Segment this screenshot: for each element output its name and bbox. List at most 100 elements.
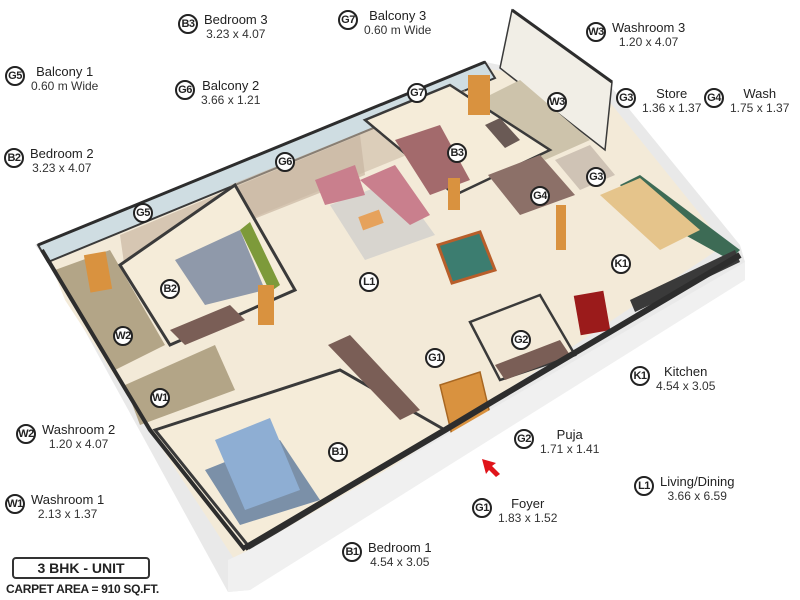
outer-wall-front <box>243 252 742 551</box>
plan-marker-l1: L1 <box>359 272 379 292</box>
outer-wall-right <box>511 8 613 84</box>
bedroom1-wardrobe <box>328 335 420 420</box>
door-b3 <box>448 178 460 210</box>
plan-marker-w1: W1 <box>150 388 170 408</box>
room-code-badge: K1 <box>630 366 650 386</box>
living-sofa <box>360 165 430 225</box>
room-dimensions: 1.75 x 1.37 <box>730 101 790 115</box>
room-name: Balcony 3 <box>369 8 427 23</box>
room-dimensions: 3.23 x 4.07 <box>32 161 92 175</box>
unit-type-box: 3 BHK - UNIT <box>12 557 150 579</box>
room-name: Bedroom 3 <box>204 12 268 27</box>
plan-marker-g2: G2 <box>511 330 531 350</box>
fridge <box>573 290 611 336</box>
room-code-badge: G6 <box>175 80 195 100</box>
plan-marker-g1: G1 <box>425 348 445 368</box>
door-b2 <box>258 285 274 325</box>
bedroom2-wardrobe <box>170 305 245 345</box>
plan-marker-w3: W3 <box>547 92 567 112</box>
room-dimensions: 2.13 x 1.37 <box>37 507 98 521</box>
dining-table <box>436 230 497 285</box>
plan-marker-b2: B2 <box>160 279 180 299</box>
room-dimensions: 3.23 x 4.07 <box>206 27 266 41</box>
kitchen-cabinets <box>600 178 700 250</box>
room-name: Bedroom 2 <box>30 146 94 161</box>
room-name: Living/Dining <box>660 474 735 489</box>
plan-marker-b1: B1 <box>328 442 348 462</box>
wash-area <box>488 155 575 215</box>
entry-arrow-icon <box>482 459 500 477</box>
room-code-badge: G1 <box>472 498 492 518</box>
room-code-badge: L1 <box>634 476 654 496</box>
living-coffee-table <box>358 209 384 231</box>
room-name: Store <box>656 86 688 101</box>
room-dimensions: 3.66 x 1.21 <box>201 93 261 107</box>
room-name: Washroom 2 <box>42 422 116 437</box>
room-dimensions: 1.20 x 4.07 <box>618 35 679 49</box>
room-name: Balcony 1 <box>36 64 94 79</box>
bedroom2-headboard <box>240 222 280 292</box>
room-name: Kitchen <box>664 364 708 379</box>
washroom3-floor <box>470 80 590 160</box>
room-name: Foyer <box>511 496 545 511</box>
room-name: Wash <box>743 86 777 101</box>
room-code-badge: G5 <box>5 66 25 86</box>
kitchen-counter-front <box>630 250 740 312</box>
bedroom3-bed <box>395 125 470 195</box>
room-dimensions: 1.36 x 1.37 <box>642 101 702 115</box>
plan-marker-b3: B3 <box>447 143 467 163</box>
bedroom1-bed <box>215 418 300 510</box>
room-code-badge: G2 <box>514 429 534 449</box>
room-code-badge: B1 <box>342 542 362 562</box>
room-code-badge: W1 <box>5 494 25 514</box>
room-code-badge: G3 <box>616 88 636 108</box>
plan-marker-g6: G6 <box>275 152 295 172</box>
room-dimensions: 3.66 x 6.59 <box>667 489 727 503</box>
unit-type-label: 3 BHK - UNIT <box>37 560 125 576</box>
room-dimensions: 1.20 x 4.07 <box>48 437 109 451</box>
outer-wall-left <box>40 248 247 552</box>
plan-marker-g5: G5 <box>133 203 153 223</box>
room-code-badge: G7 <box>338 10 358 30</box>
room-dimensions: 4.54 x 3.05 <box>656 379 716 393</box>
room-name: Washroom 3 <box>612 20 686 35</box>
room-dimensions: 0.60 m Wide <box>364 23 432 37</box>
room-name: Bedroom 1 <box>368 540 432 555</box>
door-g4 <box>556 205 566 250</box>
bedroom3-tv-unit <box>485 118 520 148</box>
room-code-badge: B2 <box>4 148 24 168</box>
door-w3 <box>468 75 490 115</box>
plan-marker-g4: G4 <box>530 186 550 206</box>
room-dimensions: 1.83 x 1.52 <box>498 511 558 525</box>
bedroom2-bed <box>175 230 265 305</box>
room-code-badge: W3 <box>586 22 606 42</box>
carpet-area-label: CARPET AREA = 910 SQ.FT. <box>6 582 159 596</box>
plan-marker-g3: G3 <box>586 167 606 187</box>
room-name: Puja <box>556 427 583 442</box>
plan-marker-k1: K1 <box>611 254 631 274</box>
plan-marker-g7: G7 <box>407 83 427 103</box>
room-dimensions: 0.60 m Wide <box>31 79 99 93</box>
puja-cabinet <box>495 340 570 380</box>
outer-wall-face <box>228 262 745 592</box>
room-name: Balcony 2 <box>202 78 260 93</box>
room-code-badge: W2 <box>16 424 36 444</box>
room-code-badge: B3 <box>178 14 198 34</box>
room-code-badge: G4 <box>704 88 724 108</box>
